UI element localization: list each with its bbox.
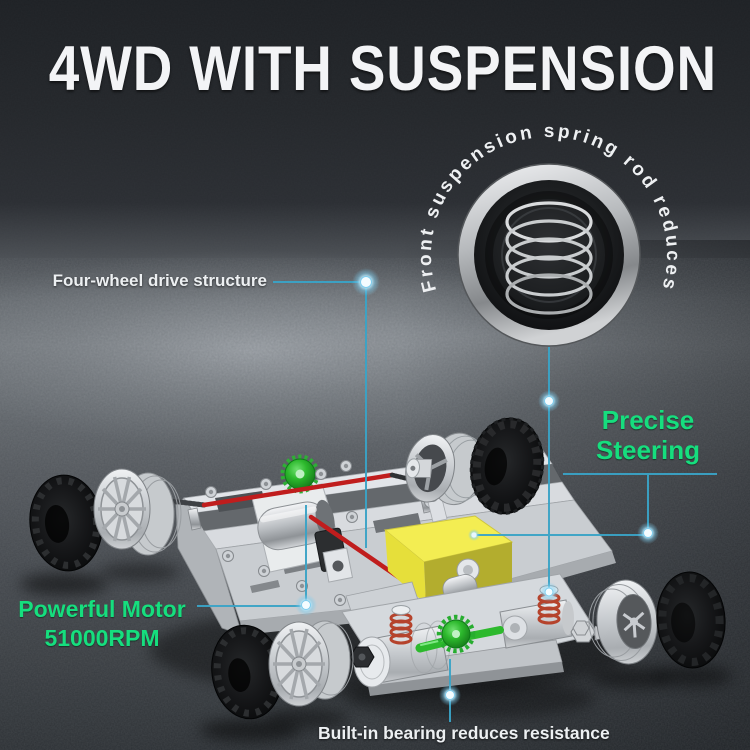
wheel-hub-rear-left bbox=[93, 468, 182, 556]
callout-lines bbox=[197, 281, 717, 722]
page-title: 4WD WITH SUSPENSION bbox=[48, 34, 717, 104]
label-built-in-bearing: Built-in bearing reduces resistance bbox=[318, 723, 610, 743]
callout-dots bbox=[295, 268, 659, 706]
label-four-wheel-drive: Four-wheel drive structure bbox=[52, 271, 267, 290]
callout-dot bbox=[439, 684, 461, 706]
label-precise-steering: Precise Steering bbox=[574, 405, 722, 465]
wheel-tire-front-right bbox=[469, 417, 545, 515]
callout-line-four-wheel-drive bbox=[273, 281, 367, 548]
deck-screws bbox=[187, 460, 493, 606]
callout-dot bbox=[539, 582, 559, 602]
callout-dot bbox=[468, 529, 480, 541]
label-powerful-motor: Powerful Motor 51000RPM bbox=[8, 595, 196, 653]
label-precise-steering-line1: Precise bbox=[601, 405, 695, 435]
callout-dot bbox=[352, 268, 380, 296]
axle-nut bbox=[572, 620, 590, 636]
front-axle-assembly bbox=[341, 573, 622, 696]
wheel-hub-front-left bbox=[268, 620, 354, 707]
callout-dot bbox=[538, 390, 560, 412]
callout-dot bbox=[295, 594, 317, 616]
callout-dot bbox=[637, 522, 659, 544]
coil-spring-icon bbox=[505, 201, 593, 315]
label-powerful-motor-line1: Powerful Motor bbox=[18, 596, 186, 622]
motor-assembly bbox=[251, 483, 354, 583]
wheel-tire-rear-right bbox=[656, 571, 726, 669]
label-powerful-motor-line2: 51000RPM bbox=[44, 625, 160, 651]
callout-line-powerful-motor bbox=[197, 505, 307, 607]
label-precise-steering-line2: Steering bbox=[595, 435, 701, 465]
wheel-hub-front-right bbox=[405, 432, 490, 506]
wheel-hub-rear-right bbox=[588, 579, 658, 665]
